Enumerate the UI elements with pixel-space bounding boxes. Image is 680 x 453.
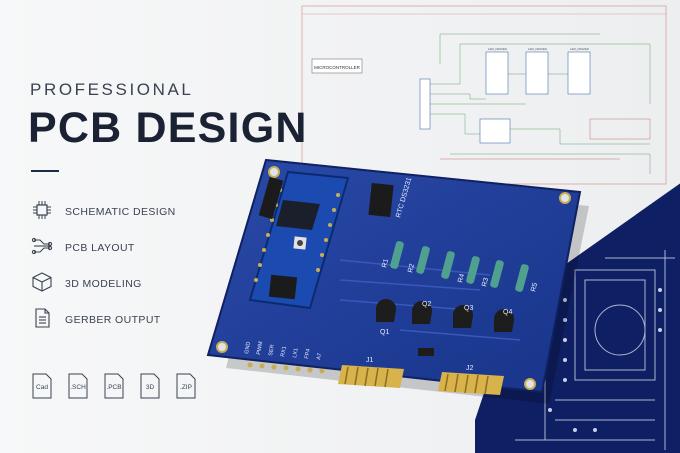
header-label-4: LX1: [292, 348, 300, 359]
file-pcb-icon: .PCB: [103, 373, 125, 399]
file-format-label: .SCH: [70, 384, 86, 391]
feature-label: GERBER OUTPUT: [65, 314, 161, 326]
header-label-5: FP4: [304, 348, 312, 359]
header-label-3: RX1: [280, 346, 288, 358]
file-format-label: .ZIP: [180, 384, 192, 391]
chip-icon: [31, 199, 53, 226]
header-label-2: SER: [268, 344, 276, 356]
file-sch-icon: .SCH: [67, 373, 89, 399]
feature-gerber-output: GERBER OUTPUT: [31, 307, 161, 333]
r4-label: R4: [457, 273, 466, 284]
headline-kicker: PROFESSIONAL: [30, 80, 194, 99]
j1-label: J1: [366, 357, 374, 364]
schematic-drawing: MICROCONTROLLER LED_DRIVER LED_DRIVER LE…: [301, 5, 667, 185]
feature-3d-modeling: 3D MODELING: [31, 271, 142, 297]
file-format-label: .PCB: [106, 384, 122, 391]
header-label-1: PWM: [256, 341, 264, 356]
q3-label: Q3: [464, 305, 473, 312]
file-format-list: Cad .SCH .PCB 3D .ZIP: [31, 373, 197, 399]
svg-text:LED_DRIVER: LED_DRIVER: [488, 47, 508, 51]
r2-label: R2: [407, 263, 416, 274]
feature-schematic-design: SCHEMATIC DESIGN: [31, 199, 176, 225]
file-format-label: 3D: [145, 384, 155, 391]
header-label-6: A7: [316, 353, 323, 361]
q1-label: Q1: [380, 329, 389, 336]
svg-text:LED_DRIVER: LED_DRIVER: [528, 47, 548, 51]
feature-label: PCB LAYOUT: [65, 242, 135, 254]
resistor-array: [390, 241, 529, 292]
feature-label: SCHEMATIC DESIGN: [65, 206, 176, 218]
cube-icon: [31, 271, 53, 298]
connector-j1: [338, 365, 404, 388]
q4-label: Q4: [503, 309, 512, 316]
header-label-0: GND: [244, 341, 252, 354]
connector-j2: [438, 372, 504, 395]
file-cad-icon: Cad: [31, 373, 53, 399]
file-format-label: Cad: [36, 384, 48, 391]
r5-label: R5: [530, 282, 539, 293]
pcb-board-3d: RTC DS3231 R1 R2 R4 R3 R5 Q1 Q2 Q3: [206, 158, 589, 404]
title-divider: [31, 170, 59, 172]
document-icon: [31, 307, 53, 334]
feature-label: 3D MODELING: [65, 278, 142, 290]
file-zip-icon: .ZIP: [175, 373, 197, 399]
j2-label: J2: [466, 365, 474, 372]
r1-label: R1: [381, 258, 390, 269]
r3-label: R3: [481, 277, 490, 288]
page-title: PCB DESIGN: [28, 104, 308, 152]
svg-text:LED_DRIVER: LED_DRIVER: [570, 47, 590, 51]
feature-pcb-layout: PCB LAYOUT: [31, 235, 135, 261]
circuit-icon: [31, 235, 53, 262]
q2-label: Q2: [422, 301, 431, 308]
schematic-block-label: MICROCONTROLLER: [314, 65, 361, 70]
file-3d-icon: 3D: [139, 373, 161, 399]
